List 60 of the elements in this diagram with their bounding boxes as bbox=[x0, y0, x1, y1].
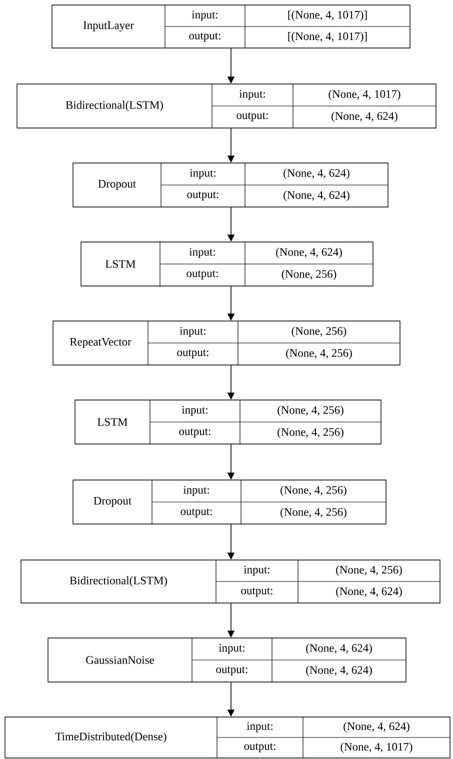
shape-value: [(None, 4, 1017)] bbox=[288, 10, 367, 21]
shape-value: (None, 4, 624) bbox=[284, 168, 350, 180]
layer-box bbox=[72, 162, 388, 208]
layer-name: LSTM bbox=[106, 260, 136, 268]
port-label: output: bbox=[189, 32, 220, 42]
layer-name: Dropout bbox=[98, 180, 136, 190]
port-label: input: bbox=[192, 10, 218, 21]
shape-value: [(None, 4, 1017)] bbox=[288, 32, 367, 42]
layer-box bbox=[52, 320, 400, 366]
layer-box bbox=[16, 84, 436, 128]
layer-box bbox=[4, 716, 450, 758]
shape-value: (None, 4, 256) bbox=[336, 566, 402, 576]
shape-value: (None, 4, 624) bbox=[332, 112, 398, 122]
shape-value: (None, 4, 624) bbox=[306, 644, 372, 654]
layer-box bbox=[20, 560, 440, 604]
shape-value: (None, 4, 1017) bbox=[328, 90, 400, 100]
port-label: output: bbox=[241, 588, 272, 597]
layer-name: Dropout bbox=[94, 497, 132, 507]
port-label: input: bbox=[183, 486, 209, 496]
port-label: output: bbox=[177, 350, 208, 358]
port-label: output: bbox=[180, 508, 212, 518]
layer-name: TimeDistributed(Dense) bbox=[55, 732, 166, 743]
shape-value: (None, 4, 256) bbox=[278, 428, 344, 438]
port-label: output: bbox=[244, 743, 276, 752]
port-label: output: bbox=[186, 270, 218, 280]
port-label: input: bbox=[189, 248, 215, 258]
layer-box bbox=[74, 400, 382, 444]
layer-box bbox=[48, 638, 406, 682]
port-label: input: bbox=[244, 566, 270, 576]
port-label: output: bbox=[179, 428, 210, 438]
shape-value: (None, 4, 624) bbox=[336, 587, 402, 598]
port-label: input: bbox=[239, 90, 265, 100]
layer-name: Bidirectional(LSTM) bbox=[70, 576, 167, 587]
shape-value: (None, 4, 256) bbox=[286, 348, 352, 360]
port-label: output: bbox=[236, 112, 268, 122]
layer-box bbox=[80, 242, 374, 286]
port-label: input: bbox=[218, 644, 244, 654]
port-label: input: bbox=[182, 406, 208, 416]
shape-value: (None, 256) bbox=[292, 326, 346, 338]
shape-value: (None, 4, 624) bbox=[306, 666, 372, 676]
layer-name: RepeatVector bbox=[70, 338, 132, 348]
shape-value: (None, 4, 256) bbox=[280, 508, 346, 518]
shape-value: (None, 4, 1017) bbox=[340, 742, 412, 753]
port-label: input: bbox=[180, 327, 206, 338]
layer-box bbox=[52, 4, 410, 48]
port-label: input: bbox=[190, 169, 216, 180]
layer-name: Bidirectional(LSTM) bbox=[66, 100, 163, 112]
shape-value: (None, 256) bbox=[282, 270, 336, 280]
shape-value: (None, 4, 256) bbox=[278, 406, 344, 416]
shape-value: (None, 4, 624) bbox=[284, 190, 350, 202]
layer-name: LSTM bbox=[98, 418, 128, 426]
port-label: output: bbox=[187, 192, 218, 200]
shape-value: (None, 4, 624) bbox=[344, 722, 410, 732]
shape-value: (None, 4, 624) bbox=[276, 248, 342, 258]
layer-box bbox=[72, 480, 386, 524]
port-label: output: bbox=[216, 666, 248, 676]
port-label: input: bbox=[246, 722, 272, 732]
shape-value: (None, 4, 256) bbox=[280, 486, 346, 496]
layer-name: InputLayer bbox=[83, 22, 134, 32]
layer-name: GaussianNoise bbox=[86, 656, 154, 664]
